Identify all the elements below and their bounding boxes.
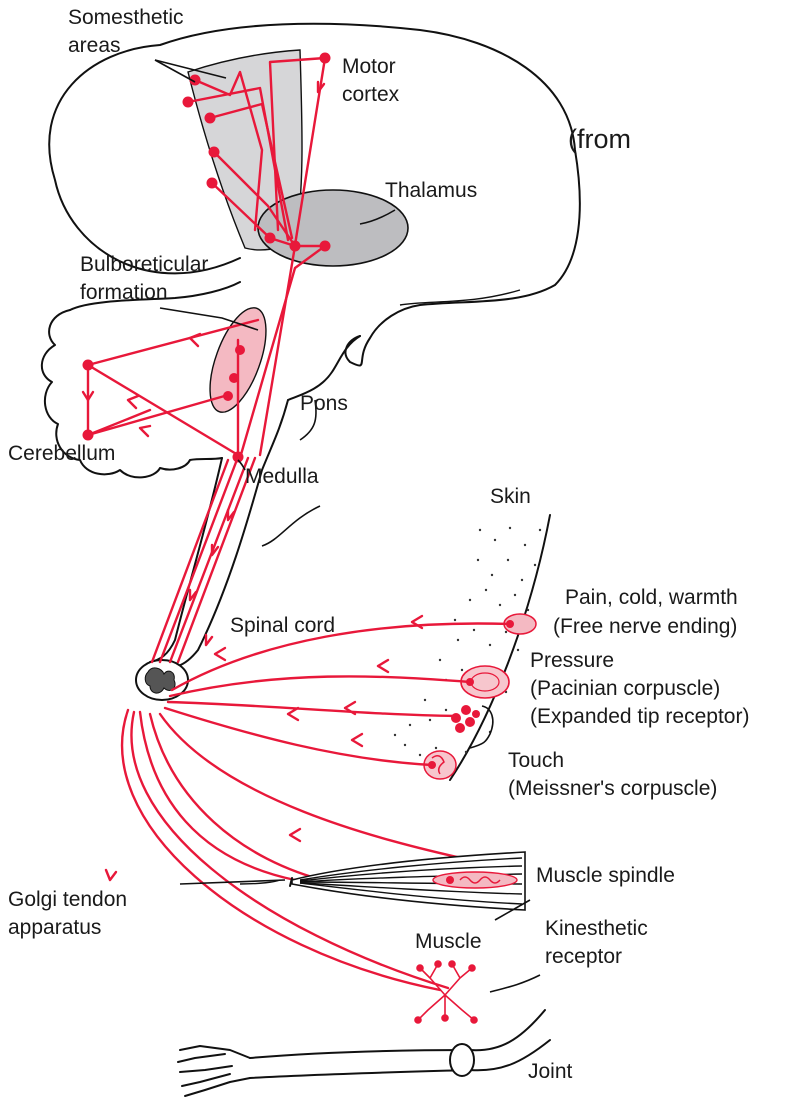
label-skin: Skin: [490, 485, 531, 508]
label-spinal-cord: Spinal cord: [230, 614, 335, 637]
label-golgi-line1: Golgi tendon: [8, 888, 127, 911]
label-thalamus: Thalamus: [385, 179, 477, 202]
label-muscle: Muscle: [415, 930, 482, 953]
label-motor-cortex-line2: cortex: [342, 83, 400, 106]
label-pons: Pons: [300, 392, 348, 415]
label-pressure-line1: Pressure: [530, 649, 614, 672]
label-pressure-line2: (Pacinian corpuscle): [530, 677, 720, 700]
label-medulla: Medulla: [245, 465, 319, 488]
label-touch-line2: (Meissner's corpuscle): [508, 777, 717, 800]
label-pain-line2: (Free nerve ending): [553, 615, 737, 638]
label-from-note: (from: [568, 124, 631, 154]
label-kinesthetic-line2: receptor: [545, 945, 622, 968]
label-bulboreticular-line2: formation: [80, 281, 168, 304]
label-motor-cortex-line1: Motor: [342, 55, 396, 78]
muscle-spindle: [433, 872, 517, 888]
label-bulboreticular-line1: Bulboreticular: [80, 253, 208, 276]
arm-bones: [178, 1010, 550, 1096]
spindle-node: [446, 876, 454, 884]
label-kinesthetic-line1: Kinesthetic: [545, 917, 648, 940]
pons-outline: [288, 336, 360, 400]
label-pain-line1: Pain, cold, warmth: [565, 586, 738, 609]
label-pressure-line3: (Expanded tip receptor): [530, 705, 749, 728]
skin-strip: [378, 508, 550, 781]
label-joint: Joint: [528, 1060, 573, 1083]
label-somesthetic-areas-line2: areas: [68, 34, 121, 57]
kinesthetic-receptor: [415, 961, 477, 1023]
label-golgi-line2: apparatus: [8, 916, 101, 939]
label-somesthetic-areas-line1: Somesthetic: [68, 6, 184, 29]
label-cerebellum: Cerebellum: [8, 442, 115, 465]
label-touch-line1: Touch: [508, 749, 564, 772]
label-muscle-spindle: Muscle spindle: [536, 864, 675, 887]
spinal-cord-left-edge: [150, 458, 222, 662]
